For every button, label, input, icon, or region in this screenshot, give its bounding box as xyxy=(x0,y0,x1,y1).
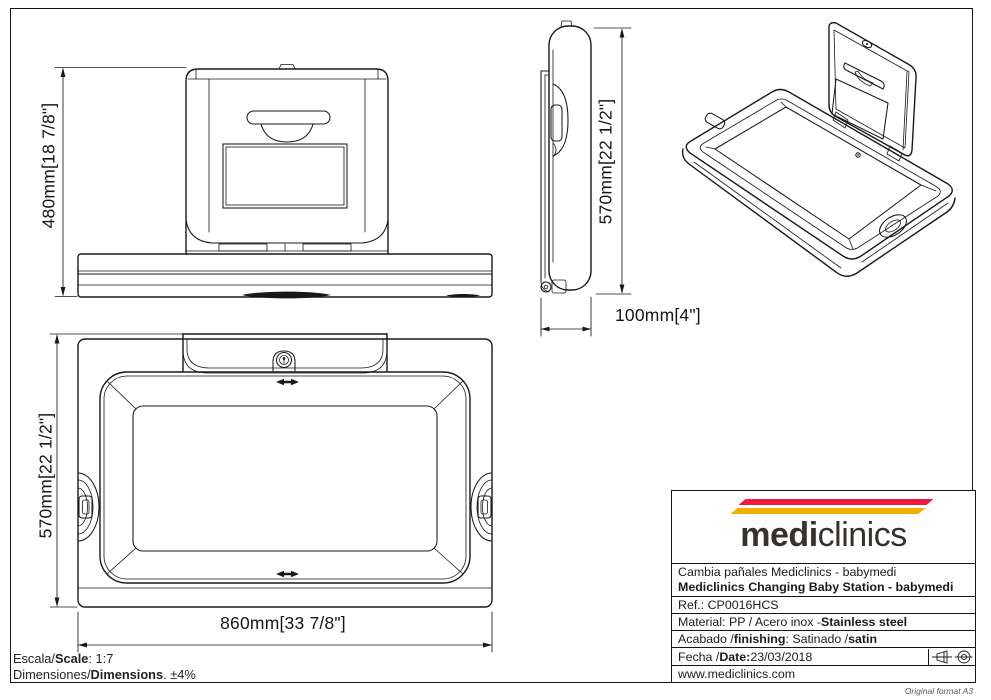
bag-hook-right xyxy=(470,472,493,542)
hinge-tab xyxy=(218,243,268,252)
top-lock-bump xyxy=(560,20,573,27)
dim-label-860: 860mm[33 7/8"] xyxy=(220,613,346,633)
website-row: www.mediclinics.com xyxy=(672,665,975,682)
view-side xyxy=(540,20,632,337)
first-angle-projection-icon xyxy=(932,650,973,664)
finishing-row: Acabado / finishing: Satinado / satin xyxy=(672,630,975,647)
flap-handle xyxy=(843,62,885,90)
view-front-closed xyxy=(54,64,493,299)
website-url: www.mediclinics.com xyxy=(678,667,796,681)
dim-570-side xyxy=(593,27,632,295)
projection-symbol-cell xyxy=(928,649,975,665)
brand-wordmark: mediclinics xyxy=(740,516,907,554)
product-description: Cambia pañales Mediclinics - babymedi Me… xyxy=(672,563,975,596)
hinge xyxy=(832,111,849,129)
tray-bed xyxy=(714,106,922,240)
flap-lock xyxy=(861,39,873,49)
tray-bed xyxy=(132,405,438,552)
belt-anchor xyxy=(276,570,299,578)
top-lock-bump xyxy=(278,64,296,70)
bag-hook xyxy=(879,214,907,238)
material-row: Material: PP / Acero inox - Stainless st… xyxy=(672,613,975,630)
bag-hook-left xyxy=(77,472,100,542)
dim-label-570-open: 570mm[22 1/2"] xyxy=(35,412,56,538)
logo-stripe-yellow xyxy=(730,508,926,514)
dimensions-line: Dimensiones/Dimensions. ±4% xyxy=(13,666,196,682)
product-name-en: Mediclinics Changing Baby Station - baby… xyxy=(678,580,954,594)
dim-570-open xyxy=(49,333,184,608)
handle-recess xyxy=(246,110,331,143)
bag-hook xyxy=(704,112,726,130)
dim-100 xyxy=(540,296,592,337)
lock xyxy=(272,350,296,372)
reference-row: Ref.: CP0016HCS xyxy=(672,596,975,613)
dim-label-480: 480mm[18 7/8"] xyxy=(38,102,59,228)
dim-860 xyxy=(77,611,493,653)
label-panel xyxy=(222,143,348,209)
sheet-border xyxy=(10,8,973,683)
belt-anchor xyxy=(276,378,299,386)
top-tab xyxy=(182,333,388,374)
hinge-tab xyxy=(302,243,352,252)
flap-open xyxy=(828,21,917,162)
wall-base-bar xyxy=(77,253,493,299)
flap-label-panel xyxy=(831,78,889,140)
dim-label-570-side: 570mm[22 1/2"] xyxy=(595,98,616,224)
logo-stripe-red xyxy=(738,499,934,505)
bed-screw xyxy=(855,152,861,158)
hinge xyxy=(886,145,903,162)
title-block: mediclinics Cambia pañales Mediclinics -… xyxy=(671,490,976,683)
date-row: Fecha / Date: 23/03/2018 xyxy=(672,647,975,665)
bottom-hinge xyxy=(540,279,567,294)
scale-line: Escala/Scale: 1:7 xyxy=(13,651,114,666)
view-perspective xyxy=(681,21,956,277)
brand-logo: mediclinics xyxy=(672,491,975,563)
dim-480 xyxy=(54,67,187,297)
format-note: Original format A3 xyxy=(904,686,973,696)
dim-label-100: 100mm[4"] xyxy=(615,305,701,325)
handle-recess xyxy=(550,83,569,158)
scale-block: Escala/Scale: 1:7 Dimensiones/Dimensions… xyxy=(13,651,196,682)
product-name-es: Cambia pañales Mediclinics - babymedi xyxy=(678,565,897,579)
view-front-open xyxy=(49,333,493,653)
